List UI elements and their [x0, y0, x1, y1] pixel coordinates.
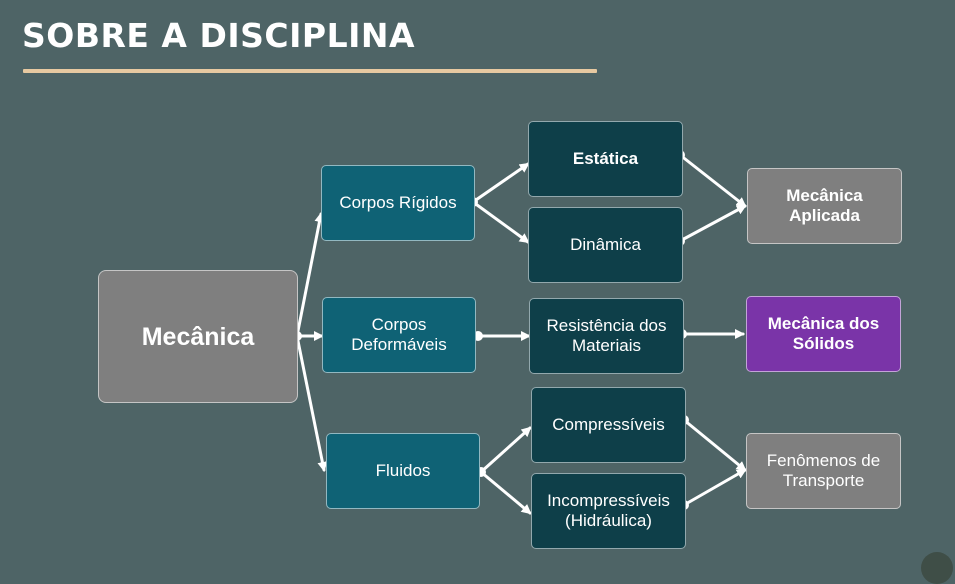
presenter-avatar [921, 552, 953, 584]
arrow-rigid-to-statics [471, 162, 530, 204]
node-label: Compressíveis [552, 414, 665, 434]
slide-title: SOBRE A DISCIPLINA [22, 16, 416, 55]
node-estatica: Estática [528, 121, 683, 197]
node-label: Mecânica [141, 322, 255, 351]
node-resistencia-dos-materiais: Resistência dos Materiais [529, 298, 684, 374]
arrow-statics-to-applied [678, 153, 747, 208]
node-mecanica-aplicada: Mecânica Aplicada [747, 168, 902, 244]
node-label: Mecânica dos Sólidos [767, 313, 880, 353]
arrow-root-to-fluids [295, 334, 328, 472]
arrow-rigid-to-dynamics [471, 200, 530, 244]
node-label: Incompressíveis (Hidráulica) [547, 490, 670, 530]
arrow-root-to-rigid [295, 212, 325, 338]
node-corpos-rigidos: Corpos Rígidos [321, 165, 475, 241]
node-label: Corpos Rígidos [339, 192, 457, 212]
arrow-compressible-to-transport [682, 418, 747, 472]
node-label: Estática [572, 148, 639, 168]
node-label: Dinâmica [570, 234, 641, 254]
connector-arrows [292, 150, 747, 515]
node-label: Mecânica Aplicada [786, 185, 863, 225]
node-compressiveis: Compressíveis [531, 387, 686, 463]
node-mecanica-dos-solidos: Mecânica dos Sólidos [746, 296, 901, 372]
node-label: Resistência dos Materiais [546, 315, 667, 355]
arrow-dynamics-to-applied [678, 204, 747, 243]
node-label: Fenômenos de Transporte [766, 450, 881, 490]
title-underline [23, 69, 597, 73]
node-fenomenos-de-transporte: Fenômenos de Transporte [746, 433, 901, 509]
node-mecanica: Mecânica [98, 270, 298, 403]
arrow-fluids-to-compressible [479, 426, 532, 474]
node-dinamica: Dinâmica [528, 207, 683, 283]
node-label: Corpos Deformáveis [351, 314, 447, 354]
node-fluidos: Fluidos [326, 433, 480, 509]
node-corpos-deformaveis: Corpos Deformáveis [322, 297, 476, 373]
node-incompressiveis: Incompressíveis (Hidráulica) [531, 473, 686, 549]
arrow-fluids-to-incompressible [479, 470, 532, 515]
node-label: Fluidos [375, 460, 431, 480]
arrow-incompressible-to-transport [682, 468, 747, 507]
